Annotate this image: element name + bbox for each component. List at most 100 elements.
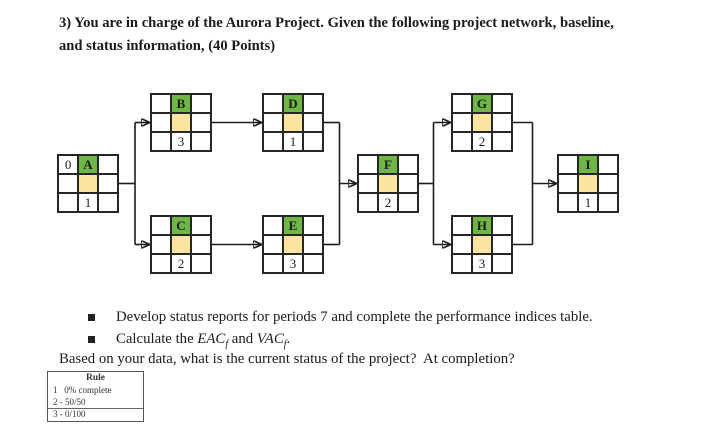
question-title-line2: and status information, (40 Points) — [59, 38, 276, 54]
cell-empty — [264, 95, 283, 113]
cell-empty — [191, 235, 210, 254]
cell-empty — [264, 132, 283, 150]
cell-duration: 3 — [472, 254, 492, 272]
cell-center — [578, 174, 598, 193]
cell-empty — [453, 235, 472, 254]
cell-empty — [303, 113, 322, 132]
rule-table-header: Rule — [86, 373, 105, 383]
closing-question: Based on your data, what is the current … — [59, 351, 515, 367]
cell-empty — [264, 113, 283, 132]
cell-empty — [492, 132, 511, 150]
cell-center — [171, 113, 191, 132]
cell-letter: B — [171, 95, 191, 113]
cell-empty — [598, 193, 617, 211]
rule-row-3: 3 - 0/100 — [48, 408, 143, 421]
cell-duration: 3 — [283, 254, 303, 272]
rule-table: Rule 1 0% complete 2 - 50/50 3 - 0/100 — [47, 371, 144, 422]
cell-empty — [264, 235, 283, 254]
term-vac-subscript: f — [283, 338, 287, 350]
node-B: B 3 — [150, 93, 212, 152]
cell-duration: 2 — [171, 254, 191, 272]
cell-letter: C — [171, 217, 191, 235]
cell-empty — [191, 132, 210, 150]
cell-empty — [59, 193, 78, 211]
node-C: C 2 — [150, 215, 212, 274]
cell-empty — [264, 217, 283, 235]
cell-empty — [303, 132, 322, 150]
rule-row-1: 1 0% complete — [53, 385, 112, 395]
task-list: Develop status reports for periods 7 and… — [88, 306, 593, 356]
cell-empty — [492, 95, 511, 113]
cell-empty — [559, 174, 578, 193]
cell-center — [283, 113, 303, 132]
cell-empty — [152, 113, 171, 132]
cell-empty — [453, 132, 472, 150]
cell-duration: 2 — [378, 193, 398, 211]
cell-empty — [98, 156, 117, 174]
cell-duration: 1 — [578, 193, 598, 211]
cell-empty — [191, 95, 210, 113]
cell-empty — [398, 174, 417, 193]
cell-empty — [191, 217, 210, 235]
cell-empty — [598, 156, 617, 174]
cell-letter: E — [283, 217, 303, 235]
cell-duration: 1 — [283, 132, 303, 150]
cell-empty — [152, 95, 171, 113]
task-text-mid: and — [228, 331, 257, 347]
node-A: 0 A 1 — [57, 154, 119, 213]
cell-start: 0 — [59, 156, 78, 174]
node-E: E 3 — [262, 215, 324, 274]
cell-empty — [152, 254, 171, 272]
cell-empty — [303, 95, 322, 113]
cell-empty — [303, 217, 322, 235]
cell-empty — [398, 156, 417, 174]
cell-empty — [264, 254, 283, 272]
task-item-calculate: Calculate the EACf and VACf. — [88, 328, 593, 356]
cell-center — [472, 113, 492, 132]
cell-letter: H — [472, 217, 492, 235]
cell-empty — [152, 235, 171, 254]
bullet-square-icon — [88, 336, 95, 343]
bullet-square-icon — [88, 314, 95, 321]
cell-duration: 2 — [472, 132, 492, 150]
cell-empty — [359, 156, 378, 174]
cell-letter: G — [472, 95, 492, 113]
node-I: I 1 — [557, 154, 619, 213]
cell-empty — [492, 113, 511, 132]
cell-center — [472, 235, 492, 254]
task-text-end: . — [286, 331, 291, 347]
cell-empty — [303, 254, 322, 272]
cell-center — [283, 235, 303, 254]
node-D: D 1 — [262, 93, 324, 152]
cell-center — [171, 235, 191, 254]
node-F: F 2 — [357, 154, 419, 213]
cell-empty — [453, 217, 472, 235]
cell-empty — [453, 95, 472, 113]
task-text: Calculate the EACf and VACf. — [116, 328, 290, 356]
node-H: H 3 — [451, 215, 513, 274]
cell-empty — [398, 193, 417, 211]
connector-lines — [119, 123, 557, 245]
cell-empty — [359, 174, 378, 193]
question-title: 3) You are in charge of the Aurora Proje… — [59, 12, 614, 58]
term-vac: VAC — [256, 331, 284, 347]
cell-empty — [598, 174, 617, 193]
cell-empty — [152, 217, 171, 235]
term-eac-subscript: f — [225, 338, 229, 350]
cell-empty — [303, 235, 322, 254]
cell-empty — [59, 174, 78, 193]
cell-duration: 3 — [171, 132, 191, 150]
task-item-status-reports: Develop status reports for periods 7 and… — [88, 306, 593, 328]
task-text: Develop status reports for periods 7 and… — [116, 309, 593, 325]
term-eac: EAC — [197, 331, 226, 347]
cell-empty — [98, 174, 117, 193]
cell-empty — [191, 254, 210, 272]
cell-empty — [492, 217, 511, 235]
cell-empty — [453, 254, 472, 272]
cell-letter: I — [578, 156, 598, 174]
cell-empty — [559, 193, 578, 211]
cell-empty — [559, 156, 578, 174]
cell-duration: 1 — [78, 193, 98, 211]
